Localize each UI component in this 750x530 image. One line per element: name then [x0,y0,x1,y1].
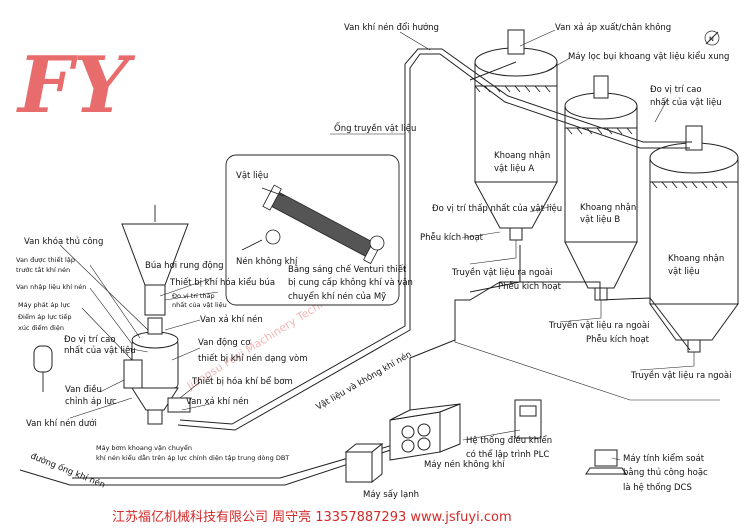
label-pump-note-2: khí nén kiểu dẫn trên áp lực chính diện … [96,453,289,462]
label-low-level-tank-1: Đo vị trí thấp [172,292,215,300]
label-discharge-2: Truyền vật liệu ra ngoài [548,320,649,331]
label-pulse-filter: Máy lọc bụi khoang vật liệu kiểu xung [568,51,729,62]
label-material: Vật liệu [236,170,268,181]
label-air-activation-1: Phễu kích hoạt [420,232,484,243]
label-dryer: Máy sấy lạnh [363,489,419,500]
label-bottom-valve: Van khí nén dưới [26,418,97,429]
label-air-inlet-valve: Van nhập liệu khí nén [16,283,86,291]
label-hammer: Búa hơi rung động [145,260,224,271]
label-plc-2: có thể lập trình PLC [466,449,549,460]
label-discharge-1: Truyền vật liệu ra ngoài [451,267,552,278]
pc-station [585,449,627,475]
label-exhaust-valve: Van xả khí nén [186,396,249,407]
transport-pipe [177,48,692,431]
label-silo-a-2: vật liệu A [494,163,534,174]
pump-vessel [123,317,191,425]
label-pump-note-1: Máy bơm khoang vận chuyển [96,443,192,452]
label-valve-pressure-vacuum: Van xả áp xuất/chân không [555,22,671,33]
dryer [344,442,384,484]
label-pc-3: là hệ thống DCS [623,482,692,493]
label-high-level-top-1: Đo vị trí cao [650,85,702,95]
label-set-valve-2: trước tắt khí nén [16,265,70,274]
label-air-activation-2: Phễu kích hoạt [498,281,562,292]
label-dome-valve-2: thiết bị khí nén dạng vòm [198,353,307,364]
label-venturi-3: chuyển khí nén của Mỹ [288,291,386,302]
discharge-lines [454,240,720,401]
label-pressure-contact-2: xúc điểm điện [18,323,64,332]
label-high-level-top-2: nhất của vật liệu [650,97,722,108]
label-discharge-valve: Van xả khí nén [200,314,263,325]
label-regulating-valve-2: chỉnh áp lực [65,396,117,407]
label-no-air: Nén không khí [236,256,298,267]
label-set-valve-1: Van được thiết lập [16,256,75,264]
leader-lines [59,29,669,461]
svg-text:N: N [709,35,714,43]
label-pipe-transport: Ống truyền vật liệu [334,121,416,134]
compressor [389,403,461,461]
label-pressure-sensor: Máy phát áp lực [18,301,70,309]
label-compressor: Máy nén không khí [424,459,505,470]
label-valve-switch: Van khí nén đổi hướng [344,22,439,33]
label-fluid-device: Thiết bị khí hóa kiểu búa [169,277,275,288]
label-plc-1: Hệ thống điều khiển [466,435,552,446]
label-high-level-tank-2: nhất của vật liệu [64,345,136,356]
label-material-air-line: Vật liệu và không khí nén [314,349,413,413]
brand-logo: FY [16,40,135,131]
label-low-level: Đo vị trí thấp nhất của vật liệu [432,203,562,214]
air-receiver [33,345,53,392]
label-air-activation-3: Phễu kích hoạt [586,334,650,345]
label-fluidizer: Thiết bị hóa khí bể bơm [191,376,293,387]
silo-b [564,75,638,301]
label-silo-c-1: Khoang nhận [668,254,724,264]
label-silo-b-2: vật liệu B [580,214,620,225]
label-dome-valve-1: Van động cơ [198,337,251,348]
label-pc-2: bằng thủ công hoặc [623,467,708,478]
label-high-level-tank-1: Đo vị trí cao [64,335,116,345]
label-pressure-contact-1: Điểm áp lực tiếp [18,312,71,321]
north-arrow: N [704,30,720,46]
label-discharge-3: Truyền vật liệu ra ngoài [630,370,731,381]
venturi-detail [225,154,400,306]
label-low-level-tank-2: nhất của vật liệu [172,301,227,309]
label-silo-a-1: Khoang nhận [494,151,550,161]
label-regulating-valve-1: Van điều [65,384,102,395]
footer-company-line: 江苏福亿机械科技有限公司 周守亮 13357887293 www.jsfuyi.… [112,509,512,525]
label-venturi-2: bị cung cấp không khí và vận [288,277,413,288]
label-venturi-1: Bằng sáng chế Venturi thiết [288,264,407,275]
label-silo-b-1: Khoang nhận [580,203,636,213]
label-silo-c-2: vật liệu [668,266,700,277]
label-manual-valve: Van khóa thủ công [24,236,103,247]
label-pc-1: Máy tính kiểm soát [623,453,705,464]
silo-c [649,125,739,353]
plc-cabinet [514,399,542,439]
